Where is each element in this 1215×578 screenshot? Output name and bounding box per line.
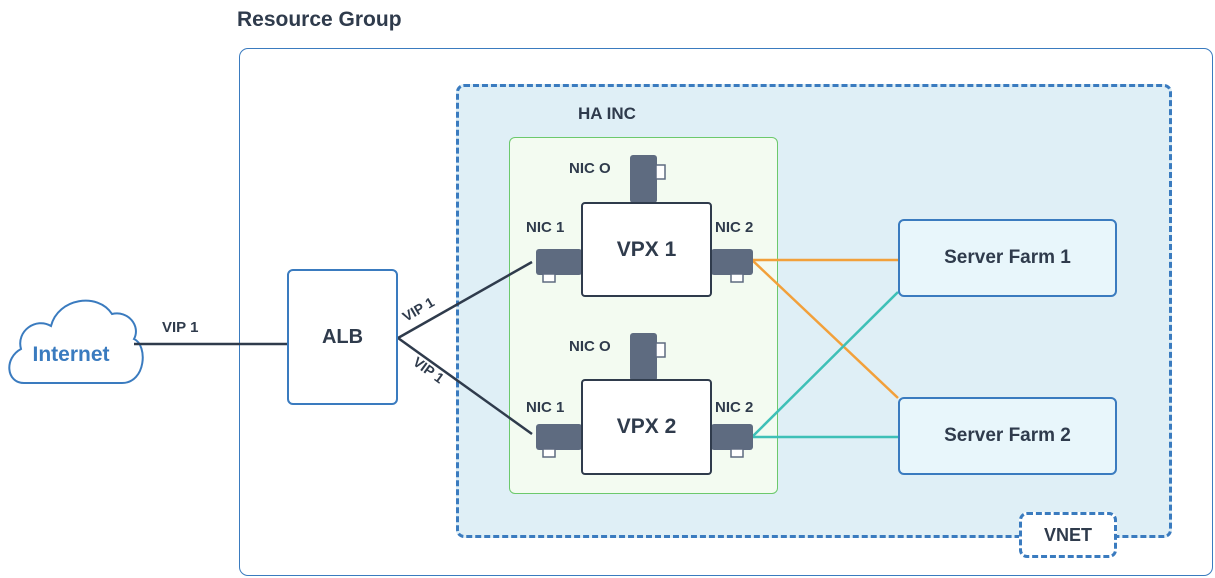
server-farm-2-node[interactable]: Server Farm 2 bbox=[898, 397, 1117, 475]
vpx2-nic2-port-icon bbox=[711, 424, 753, 458]
link-vpx2-farm1 bbox=[751, 291, 899, 438]
link-alb-vpx2 bbox=[397, 336, 533, 436]
alb-node[interactable]: ALB bbox=[287, 269, 398, 405]
vpx1-nic2-label: NIC 2 bbox=[715, 219, 754, 236]
link-vpx1-farm2 bbox=[751, 259, 899, 399]
vnet-label: VNET bbox=[1019, 512, 1117, 558]
vpx1-nic1-port-icon bbox=[536, 249, 582, 283]
vpx1-nic0-label: NIC O bbox=[569, 160, 611, 177]
resource-group-title: Resource Group bbox=[237, 8, 402, 31]
vpx2-nic0-label: NIC O bbox=[569, 338, 611, 355]
vpx2-nic1-label: NIC 1 bbox=[526, 399, 565, 416]
vpx1-node[interactable]: VPX 1 bbox=[581, 202, 712, 297]
link-label-alb-vpx2: VIP 1 bbox=[410, 353, 447, 386]
resource-group-boundary bbox=[239, 48, 1213, 576]
internet-cloud-icon[interactable] bbox=[8, 299, 144, 384]
link-label-internet-alb: VIP 1 bbox=[162, 319, 198, 336]
link-alb-vpx1 bbox=[397, 260, 533, 340]
vpx1-nic0-port-icon bbox=[630, 155, 666, 203]
vpx2-nic2-label: NIC 2 bbox=[715, 399, 754, 416]
vpx1-nic2-port-icon bbox=[711, 249, 753, 283]
vpx2-nic0-port-icon bbox=[630, 333, 666, 381]
vpx1-nic1-label: NIC 1 bbox=[526, 219, 565, 236]
vpx2-nic1-port-icon bbox=[536, 424, 582, 458]
vpx2-node[interactable]: VPX 2 bbox=[581, 379, 712, 475]
server-farm-1-node[interactable]: Server Farm 1 bbox=[898, 219, 1117, 297]
ha-inc-title: HA INC bbox=[578, 104, 636, 123]
internet-label: Internet bbox=[32, 343, 109, 366]
